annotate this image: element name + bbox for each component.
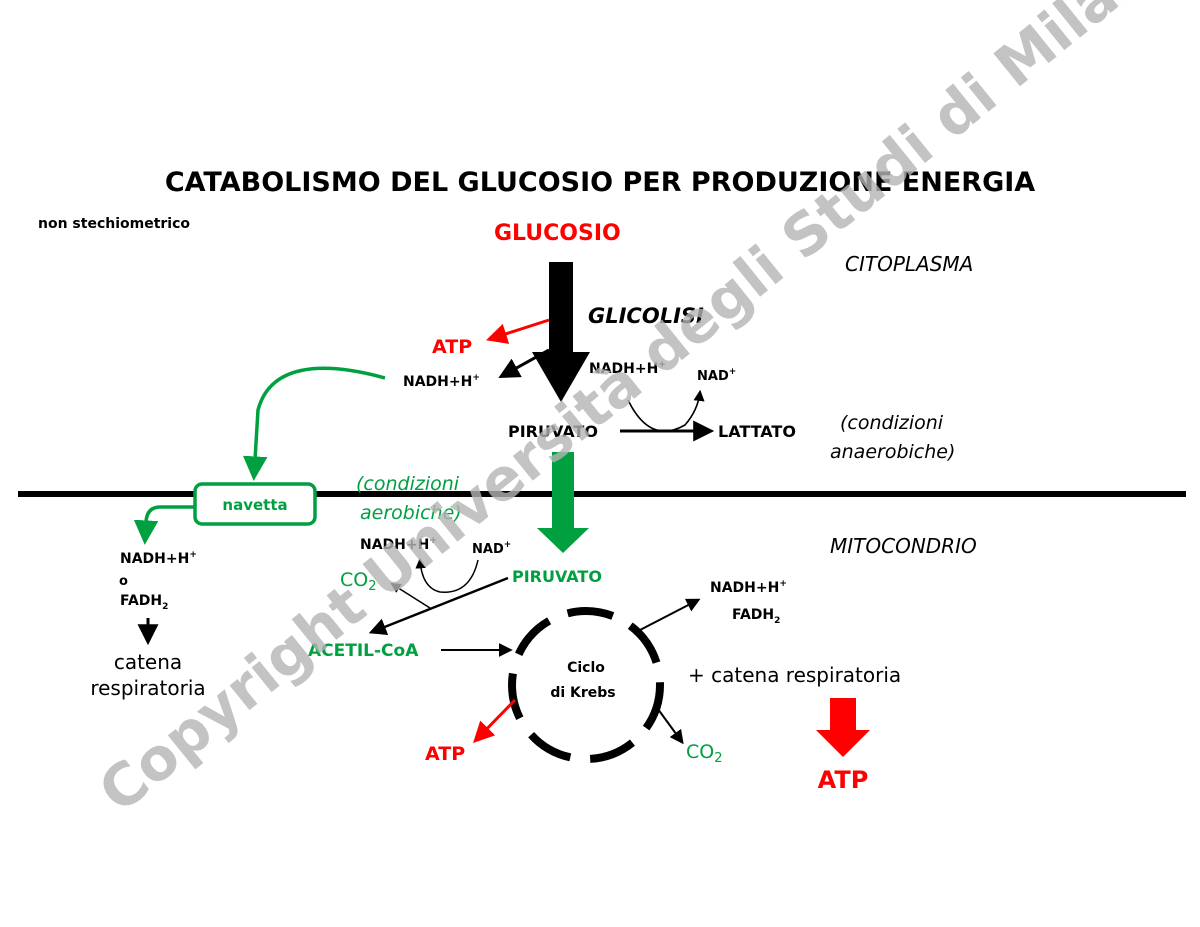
mito-nad-pdh: NAD+ xyxy=(472,540,511,557)
cytoplasm-label: CITOPLASMA xyxy=(845,252,973,276)
krebs-cycle-circle xyxy=(508,607,664,763)
glycolysis-nadh-arrow xyxy=(498,348,550,379)
aerobic-label-2: aerobiche) xyxy=(360,502,462,524)
krebs-label-2: di Krebs xyxy=(550,685,615,701)
respiratory-chain-label: + catena respiratoria xyxy=(688,663,901,687)
glucose-label: GLUCOSIO xyxy=(494,221,621,246)
left-or-label: o xyxy=(119,574,128,589)
copyright-watermark: Copyright Università degli Studi di Mila… xyxy=(86,0,1194,826)
pyruvate-mito-label: PIRUVATO xyxy=(512,567,602,586)
left-fadh-label: FADH2 xyxy=(120,593,168,612)
aerobic-label-1: (condizioni xyxy=(356,473,460,495)
krebs-label-1: Ciclo xyxy=(567,660,605,676)
anaerobic-label-2: anaerobiche) xyxy=(830,441,955,463)
left-chain-label-1: catena xyxy=(114,650,182,674)
left-nadh-label: NADH+H+ xyxy=(120,550,197,567)
krebs-atp-arrow xyxy=(473,698,517,744)
shuttle-to-mito-arrow xyxy=(133,505,195,545)
mitochondrion-label: MITOCONDRIO xyxy=(830,534,977,558)
pyruvate-cytoplasm-label: PIRUVATO xyxy=(508,422,598,441)
nad-to-nadh-curve xyxy=(415,557,479,593)
glycolysis-atp-label: ATP xyxy=(432,336,472,358)
krebs-nadh-label: NADH+H+ xyxy=(710,579,787,596)
pyruvate-to-acetylcoa-arrow xyxy=(368,576,509,635)
co2-pdh-label: CO2 xyxy=(340,569,377,594)
left-chain-label-2: respiratoria xyxy=(90,676,205,700)
krebs-nadh-arrow xyxy=(639,598,701,631)
cytoplasm-nadh-right: NADH+H+ xyxy=(589,360,666,377)
atp-output-arrow xyxy=(816,698,870,757)
cytoplasm-nadh-left: NADH+H+ xyxy=(403,373,480,390)
krebs-co2-arrow xyxy=(654,704,684,745)
lactate-label: LATTATO xyxy=(718,422,796,441)
pyruvate-transport-arrow xyxy=(537,452,589,553)
glycolysis-atp-arrow xyxy=(486,318,550,344)
acetyl-coa-label: ACETIL-CoA xyxy=(308,641,419,661)
atp-final-label: ATP xyxy=(818,766,869,794)
page-title: CATABOLISMO DEL GLUCOSIO PER PRODUZIONE … xyxy=(165,167,1035,198)
nadh-to-nad-curve xyxy=(627,389,705,432)
krebs-atp-label: ATP xyxy=(425,743,465,765)
mito-nadh-pdh: NADH+H+ xyxy=(360,536,437,553)
non-stoichiometric-note: non stechiometrico xyxy=(38,216,190,232)
co2-pdh-arrow xyxy=(390,582,431,609)
cytoplasm-nad-right: NAD+ xyxy=(697,367,736,384)
anaerobic-label-1: (condizioni xyxy=(840,412,944,434)
shuttle-box xyxy=(193,482,317,526)
shuttle-label: navetta xyxy=(222,496,287,514)
nadh-to-shuttle-curve xyxy=(242,366,386,481)
krebs-co2-label: CO2 xyxy=(686,741,723,766)
glycolysis-label: GLICOLISI xyxy=(588,304,704,328)
krebs-fadh-label: FADH2 xyxy=(732,607,780,626)
glycolysis-arrow xyxy=(532,262,590,402)
